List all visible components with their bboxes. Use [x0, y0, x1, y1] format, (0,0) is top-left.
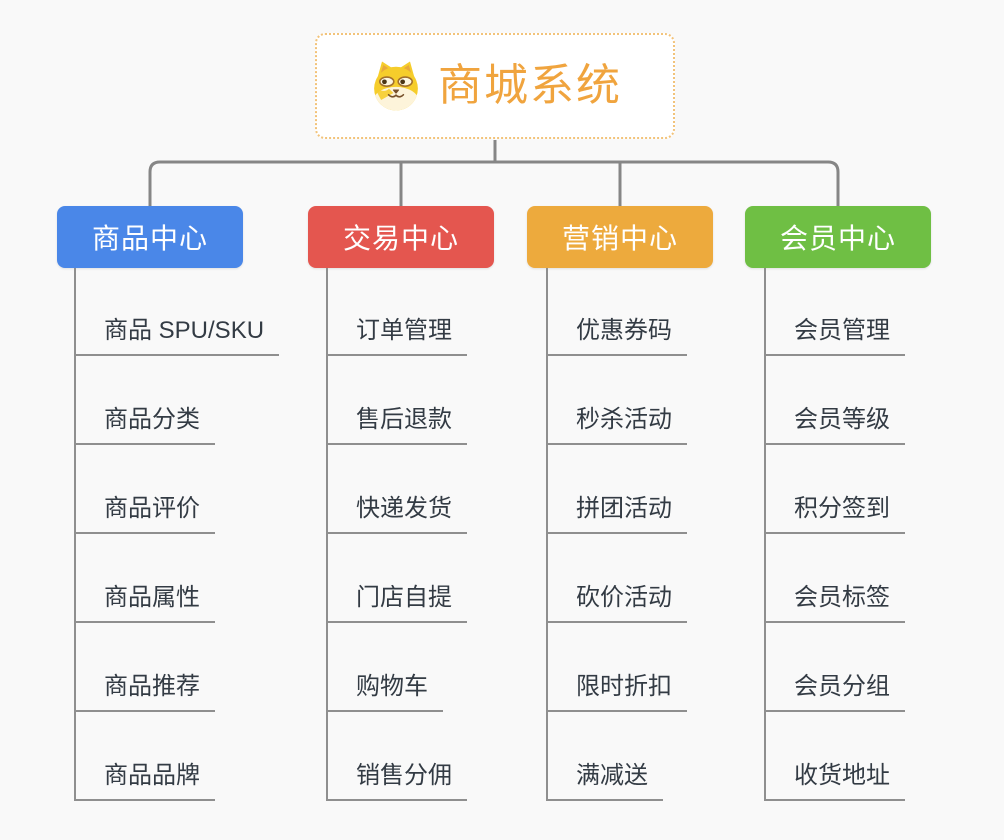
root-title: 商城系统: [438, 61, 622, 110]
leaf-node: 商品分类: [74, 356, 306, 445]
leaf-label[interactable]: 商品 SPU/SKU: [74, 317, 280, 356]
leaf-node: 商品评价: [74, 445, 306, 534]
leaf-node: 销售分佣: [326, 712, 558, 801]
leaf-node: 购物车: [326, 623, 558, 712]
leaf-node: 门店自提: [326, 534, 558, 623]
leaf-node: 限时折扣: [546, 623, 778, 712]
leaf-label[interactable]: 订单管理: [326, 317, 467, 356]
leaf-label[interactable]: 限时折扣: [546, 673, 687, 712]
branch-header-marketing-center[interactable]: 营销中心: [527, 206, 713, 268]
doge-face-icon: [374, 61, 418, 111]
leaf-node: 商品推荐: [74, 623, 306, 712]
branch-column-marketing-center: 优惠券码 秒杀活动 拼团活动 砍价活动 限时折扣 满减送: [546, 268, 778, 801]
leaf-node: 快递发货: [326, 445, 558, 534]
leaf-label[interactable]: 销售分佣: [326, 762, 467, 801]
leaf-label[interactable]: 商品分类: [74, 406, 215, 445]
leaf-node: 拼团活动: [546, 445, 778, 534]
leaf-label[interactable]: 砍价活动: [546, 584, 687, 623]
leaf-node: 秒杀活动: [546, 356, 778, 445]
leaf-node: 满减送: [546, 712, 778, 801]
leaf-label[interactable]: 售后退款: [326, 406, 467, 445]
leaf-label[interactable]: 会员等级: [764, 406, 905, 445]
leaf-label[interactable]: 优惠券码: [546, 317, 687, 356]
branch-header-product-center[interactable]: 商品中心: [57, 206, 243, 268]
branch-header-label: 交易中心: [342, 223, 459, 254]
leaf-label[interactable]: 快递发货: [326, 495, 467, 534]
leaf-node: 会员标签: [764, 534, 996, 623]
leaf-node: 商品属性: [74, 534, 306, 623]
root-node-mall-system[interactable]: 商城系统: [315, 33, 675, 139]
branch-header-trade-center[interactable]: 交易中心: [308, 206, 494, 268]
leaf-label[interactable]: 商品推荐: [74, 673, 215, 712]
leaf-node: 订单管理: [326, 268, 558, 356]
leaf-node: 收货地址: [764, 712, 996, 801]
leaf-label[interactable]: 会员标签: [764, 584, 905, 623]
leaf-label[interactable]: 购物车: [326, 673, 443, 712]
leaf-node: 积分签到: [764, 445, 996, 534]
branch-column-product-center: 商品 SPU/SKU 商品分类 商品评价 商品属性 商品推荐 商品品牌: [74, 268, 306, 801]
leaf-node: 会员等级: [764, 356, 996, 445]
leaf-node: 会员管理: [764, 268, 996, 356]
branch-column-trade-center: 订单管理 售后退款 快递发货 门店自提 购物车 销售分佣: [326, 268, 558, 801]
leaf-label[interactable]: 商品品牌: [74, 762, 215, 801]
leaf-node: 优惠券码: [546, 268, 778, 356]
leaf-node: 商品品牌: [74, 712, 306, 801]
branch-header-member-center[interactable]: 会员中心: [745, 206, 931, 268]
leaf-label[interactable]: 积分签到: [764, 495, 905, 534]
leaf-node: 商品 SPU/SKU: [74, 268, 306, 356]
leaf-label[interactable]: 拼团活动: [546, 495, 687, 534]
leaf-label[interactable]: 门店自提: [326, 584, 467, 623]
leaf-label[interactable]: 商品属性: [74, 584, 215, 623]
leaf-node: 砍价活动: [546, 534, 778, 623]
leaf-node: 售后退款: [326, 356, 558, 445]
leaf-node: 会员分组: [764, 623, 996, 712]
branch-header-label: 商品中心: [91, 223, 208, 254]
branch-header-label: 营销中心: [561, 223, 678, 254]
leaf-label[interactable]: 会员管理: [764, 317, 905, 356]
branch-header-label: 会员中心: [779, 223, 896, 254]
leaf-label[interactable]: 会员分组: [764, 673, 905, 712]
leaf-label[interactable]: 满减送: [546, 762, 663, 801]
leaf-label[interactable]: 收货地址: [764, 762, 905, 801]
branch-column-member-center: 会员管理 会员等级 积分签到 会员标签 会员分组 收货地址: [764, 268, 996, 801]
leaf-label[interactable]: 秒杀活动: [546, 406, 687, 445]
leaf-label[interactable]: 商品评价: [74, 495, 215, 534]
